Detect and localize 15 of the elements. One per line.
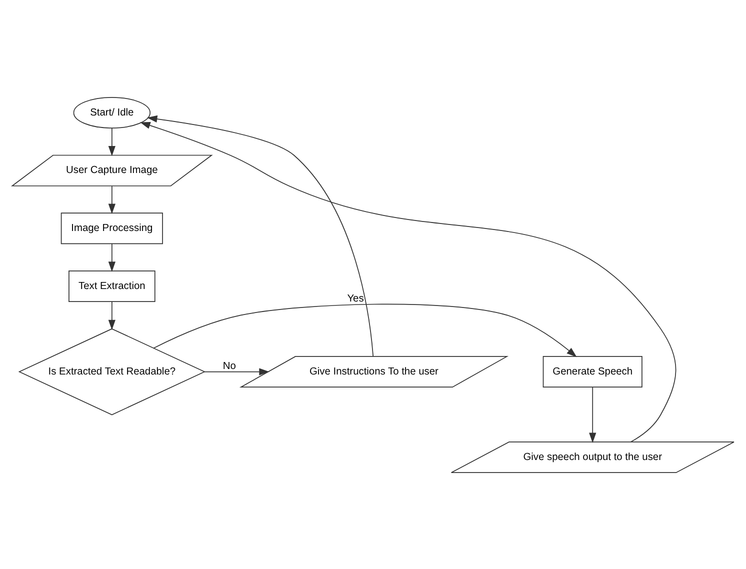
arrow	[153, 303, 577, 357]
edge-label: Yes	[347, 293, 364, 304]
arrow	[589, 386, 596, 442]
arrow	[108, 127, 116, 156]
node-box: Text Extraction	[68, 270, 156, 302]
arrow	[108, 243, 116, 272]
node-box: Generate Speech	[542, 356, 642, 388]
node-box: Image Processing	[60, 212, 163, 244]
arrow	[204, 368, 270, 375]
edge-label: No	[222, 360, 236, 372]
arrow	[140, 121, 676, 442]
arrow	[108, 185, 116, 214]
node-diamond: Is Extracted Text Readable?	[18, 328, 206, 415]
arrow	[146, 114, 374, 356]
arrow	[108, 300, 116, 330]
